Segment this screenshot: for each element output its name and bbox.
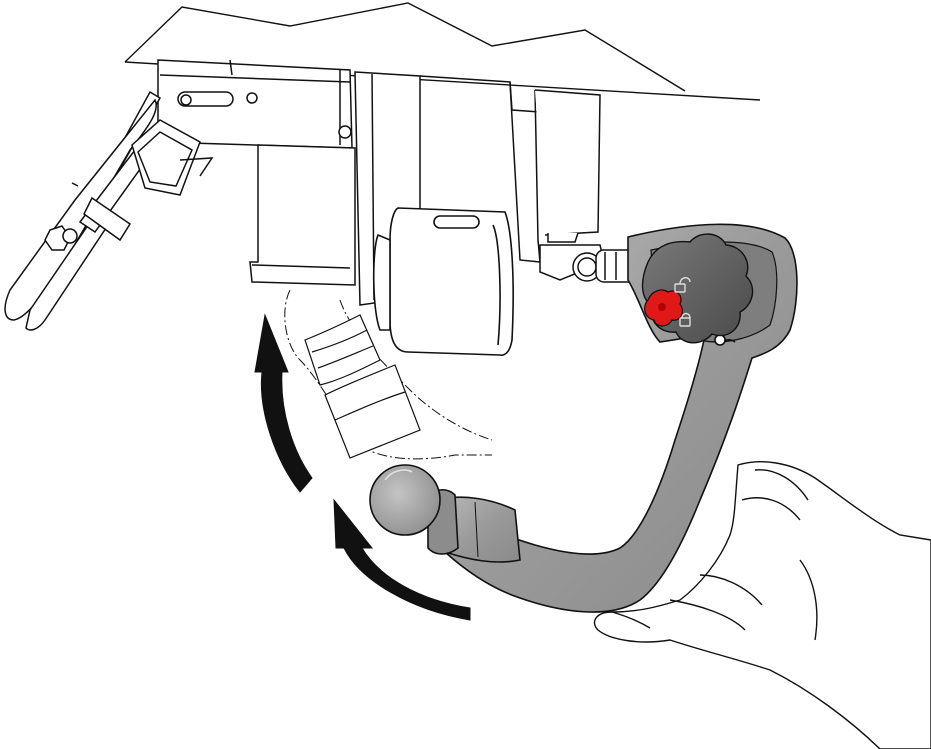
lock-indicator-icon: [644, 289, 684, 327]
star-knob: [641, 233, 754, 344]
padlock-open-icon: [674, 277, 691, 293]
mounting-crossmember: [157, 59, 353, 149]
latch-arm: [4, 90, 214, 331]
rotation-arrow-icon: [254, 313, 471, 621]
padlock-closed-icon: [679, 312, 691, 327]
adjuster-bolt: [539, 244, 637, 283]
coupling-block: [372, 207, 514, 356]
tow-ball: [369, 464, 521, 563]
ghost-neck: [304, 314, 421, 459]
hand: [593, 460, 931, 749]
sleeve-housing: [249, 144, 356, 286]
